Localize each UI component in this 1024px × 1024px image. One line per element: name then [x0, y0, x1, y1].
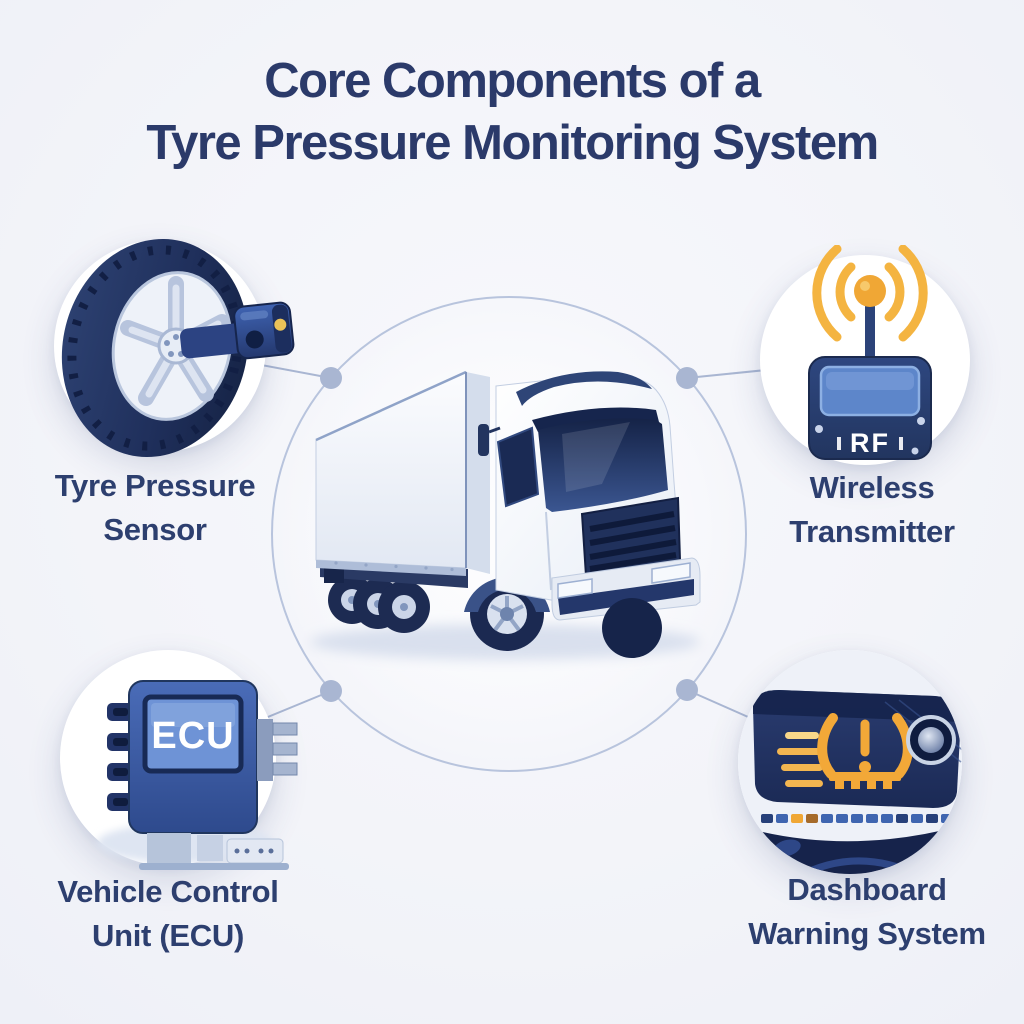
title-line-1: Core Components of a: [264, 54, 761, 108]
sensor-indicator-dot: [274, 318, 287, 331]
rf-label: RF: [850, 428, 890, 458]
truck-chassis-box: [324, 568, 344, 583]
label-vehicle-control-unit: Vehicle Control Unit (ECU): [57, 874, 279, 953]
dashboard-gauge-icon: [906, 715, 956, 765]
speed-lines-icon: [777, 732, 823, 787]
label-wireless-transmitter: Wireless Transmitter: [789, 470, 955, 549]
truck-headlight-left: [557, 578, 593, 599]
truck-headlight-right: [651, 562, 691, 584]
node-dot-top-right: [676, 367, 698, 389]
ecu-right-connector: [257, 719, 298, 781]
pressure-sensor-device: [180, 301, 295, 360]
antenna-ball: [854, 275, 886, 307]
ecu-base: [139, 833, 289, 870]
ecu-icon: ECU: [97, 680, 298, 870]
node-dot-top-left: [320, 367, 342, 389]
label-dashboard-warning: Dashboard Warning System: [748, 872, 986, 951]
page-title: Core Components of a Tyre Pressure Monit…: [0, 50, 1024, 174]
node-dot-bottom-right: [676, 679, 698, 701]
component-wireless-transmitter: RF: [745, 245, 995, 495]
truck-illustration: [310, 370, 701, 660]
truck-roof-deflector: [516, 371, 652, 406]
truck-trailer: [315, 370, 490, 576]
component-tyre-pressure-sensor: [40, 228, 300, 488]
truck-rear-wheels: [328, 576, 430, 633]
signal-waves-icon: [812, 245, 928, 342]
truck-front-wheel: [602, 598, 662, 658]
truck-windshield: [538, 418, 668, 512]
rf-transmitter-icon: RF: [808, 245, 932, 460]
truck-cab: [478, 371, 701, 658]
node-dot-bottom-left: [320, 680, 342, 702]
truck-mirror: [478, 424, 489, 456]
component-vehicle-control-unit: ECU: [55, 645, 305, 895]
tyre-with-sensor-icon: [61, 238, 295, 458]
component-dashboard-warning: [735, 640, 985, 890]
dashboard-warning-icon: [738, 650, 962, 874]
antenna-stem: [865, 303, 875, 361]
truck-side-window: [496, 426, 540, 508]
label-tyre-pressure-sensor: Tyre Pressure Sensor: [54, 468, 256, 547]
title-line-2: Tyre Pressure Monitoring System: [146, 116, 879, 170]
ecu-label: ECU: [151, 715, 234, 757]
